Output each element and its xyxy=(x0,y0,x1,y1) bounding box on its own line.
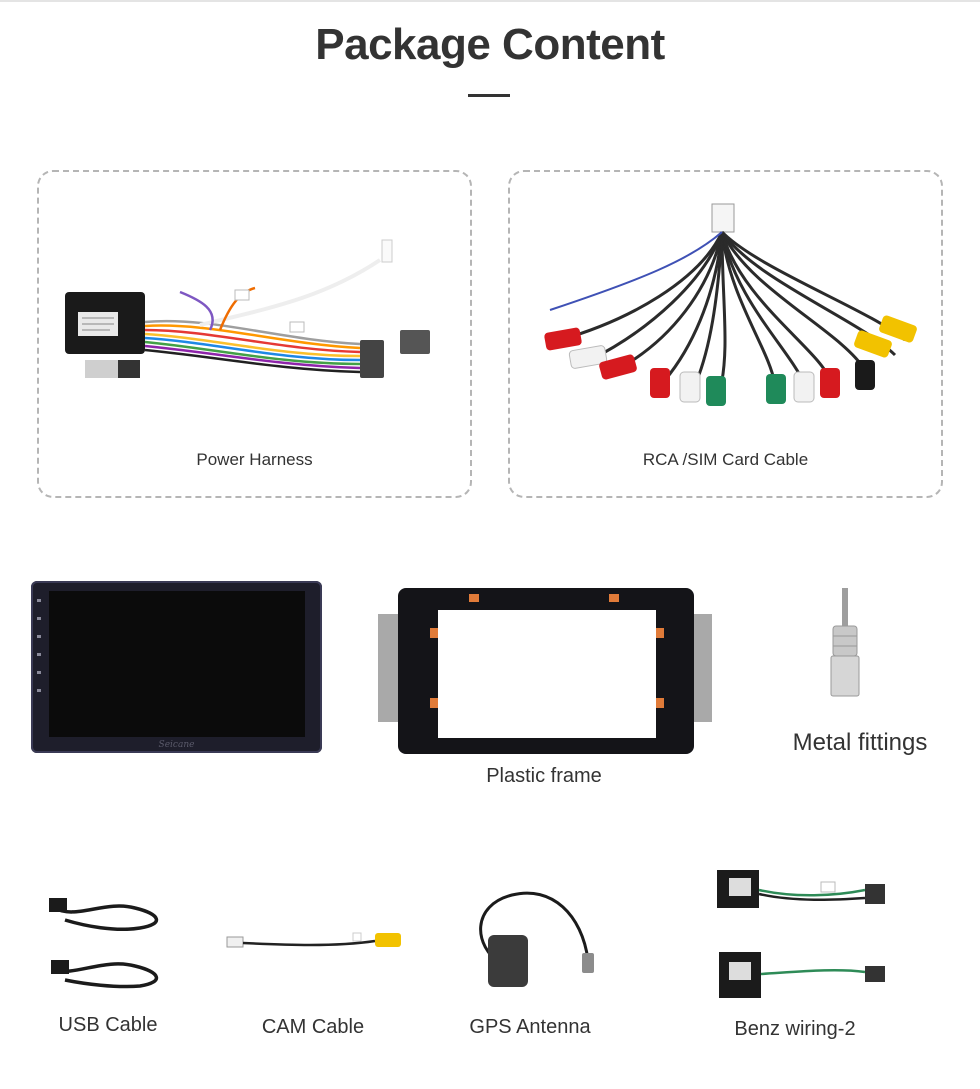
gps-antenna-image xyxy=(479,891,594,987)
head-unit-image: Seicane xyxy=(31,581,322,753)
power-harness-image xyxy=(65,239,430,378)
metal-fittings-label: Metal fittings xyxy=(792,729,928,756)
cam-cable-label: CAM Cable xyxy=(261,1016,365,1038)
title-underline xyxy=(468,94,510,97)
head-unit-brand: Seicane xyxy=(158,740,195,750)
cam-cable-image xyxy=(226,932,401,948)
benz-wiring-label: Benz wiring-2 xyxy=(734,1018,856,1040)
head-unit-screen xyxy=(49,591,305,737)
usb-cable-image xyxy=(49,898,158,989)
usb-cable-label: USB Cable xyxy=(58,1014,158,1036)
metal-fittings-image xyxy=(830,588,860,697)
rca-cable-image xyxy=(544,203,917,406)
rca-cable-card xyxy=(508,170,943,498)
head-unit-side-buttons xyxy=(37,599,41,699)
power-harness-label: Power Harness xyxy=(196,450,313,469)
benz-wiring-image xyxy=(717,870,885,998)
rca-cable-label: RCA /SIM Card Cable xyxy=(642,450,809,469)
plastic-frame-image xyxy=(378,588,712,754)
gps-antenna-label: GPS Antenna xyxy=(469,1016,591,1038)
plastic-frame-label: Plastic frame xyxy=(486,765,602,787)
page-title: Package Content xyxy=(315,20,665,69)
top-divider xyxy=(0,0,980,2)
power-harness-card xyxy=(37,170,472,498)
